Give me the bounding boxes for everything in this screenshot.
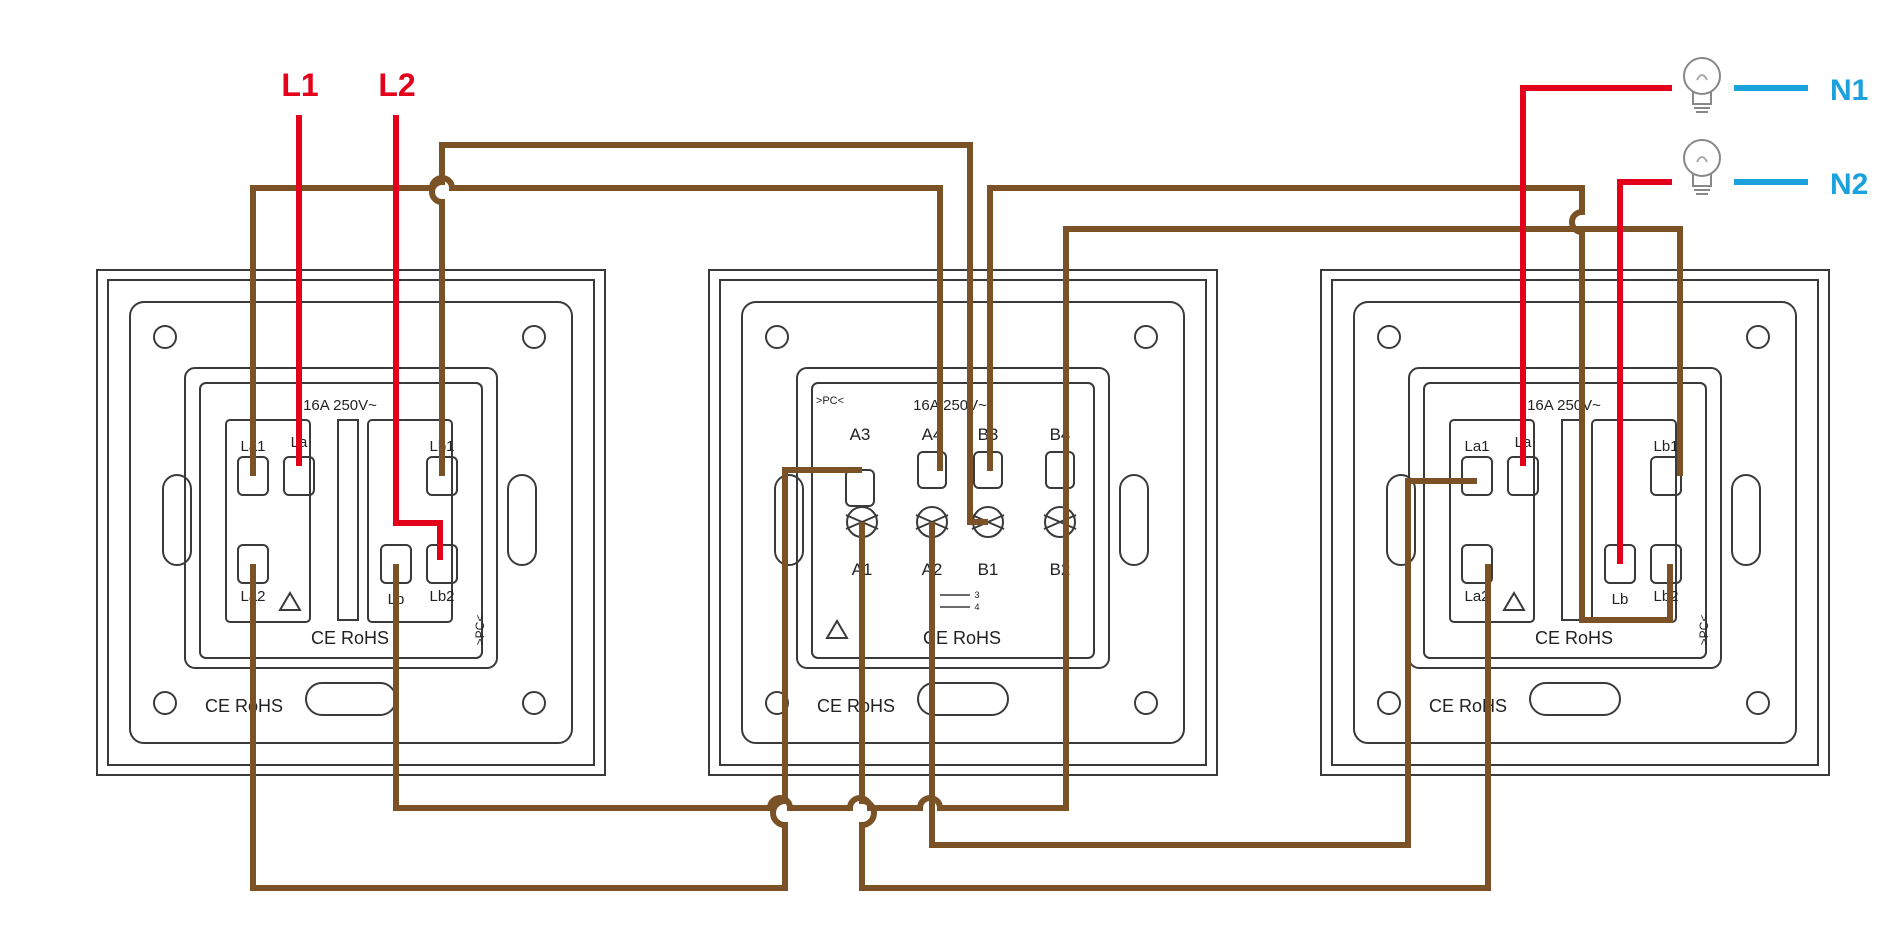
label-la1: La1 xyxy=(1464,438,1489,455)
label-l2: L2 xyxy=(378,67,415,103)
screw-hole xyxy=(522,325,546,349)
switch-right xyxy=(1320,269,1830,776)
mount-slot xyxy=(1529,682,1621,716)
line-wires xyxy=(296,85,1672,564)
mount-slot xyxy=(774,474,804,566)
mount-slot xyxy=(507,474,537,566)
wire-left-la1-to-a4 xyxy=(250,175,943,476)
mount-slot xyxy=(1731,474,1761,566)
pc-label: >PC< xyxy=(1697,615,1711,646)
screw-hole xyxy=(1746,325,1770,349)
label-l1: L1 xyxy=(281,67,318,103)
divider xyxy=(337,419,359,621)
wire-left-lb1-to-b3 xyxy=(429,142,988,525)
mount-slot xyxy=(1386,474,1416,566)
plate-inner xyxy=(1353,301,1797,744)
switch-schematic xyxy=(940,594,970,608)
terminal-b2 xyxy=(1044,506,1076,538)
screw-hole xyxy=(153,325,177,349)
screw-hole xyxy=(522,691,546,715)
screw-hole xyxy=(765,325,789,349)
label-b1: B1 xyxy=(978,560,999,579)
screw-hole xyxy=(1134,325,1158,349)
lamp-1-icon xyxy=(1683,57,1721,113)
terminal-la1 xyxy=(1461,456,1493,496)
plate-inner xyxy=(129,301,573,744)
screw-hole xyxy=(1134,691,1158,715)
label-lb2: Lb2 xyxy=(429,588,454,605)
mount-slot xyxy=(162,474,192,566)
module-body xyxy=(184,367,498,669)
pc-label: >PC< xyxy=(473,615,487,646)
screw-hole xyxy=(1746,691,1770,715)
rating-label: 16A 250V~ xyxy=(913,397,987,414)
terminal-la2 xyxy=(1461,544,1493,584)
label-n1: N1 xyxy=(1830,74,1868,107)
wire-middle-a2-to-right-la1 xyxy=(929,478,1477,848)
wire-middle-a1-to-right-la2 xyxy=(859,522,1491,891)
recycle-icon xyxy=(278,591,302,611)
terminal-b4 xyxy=(1045,451,1075,489)
label-n2: N2 xyxy=(1830,168,1868,201)
traveller-wires xyxy=(250,142,1683,891)
ce-rohs-inner: CE RoHS xyxy=(923,628,1001,648)
wire-right-la-to-lamp1 xyxy=(1520,85,1672,466)
label-la2: La2 xyxy=(1464,588,1489,605)
rating-label: 16A 250V~ xyxy=(1527,397,1601,414)
switch-left xyxy=(96,269,606,776)
ce-rohs-inner: CE RoHS xyxy=(1535,628,1613,648)
pc-label: >PC< xyxy=(816,395,844,407)
neutral-wires xyxy=(1734,85,1808,185)
screw-hole xyxy=(1377,691,1401,715)
module-body xyxy=(796,367,1110,669)
terminal-a4 xyxy=(917,451,947,489)
module-inner xyxy=(811,382,1095,659)
schematic-3: 3 xyxy=(974,590,979,600)
label-lb1: Lb1 xyxy=(1653,438,1678,455)
plate-outer xyxy=(1320,269,1830,776)
plate-inner xyxy=(741,301,1185,744)
screw-cross xyxy=(1043,514,1077,530)
mount-slot xyxy=(917,682,1009,716)
recycle-icon xyxy=(825,619,849,639)
terminal-block-left xyxy=(1449,419,1535,623)
terminal-block-left xyxy=(225,419,311,623)
ce-rohs-outer: CE RoHS xyxy=(1429,696,1507,716)
terminal-block-right xyxy=(367,419,453,623)
wire-middle-b4-to-right-lb2 xyxy=(987,185,1673,623)
plate-outer xyxy=(708,269,1218,776)
wire-right-lb-to-lamp2 xyxy=(1617,179,1672,564)
screw-hole xyxy=(1377,325,1401,349)
label-lb2: Lb2 xyxy=(1653,588,1678,605)
module-inner xyxy=(199,382,483,659)
wire-l2-to-lb2 xyxy=(393,115,443,560)
plate-rim xyxy=(1331,279,1819,766)
module-inner xyxy=(1423,382,1707,659)
terminal-a3 xyxy=(845,469,875,507)
mount-slot xyxy=(1119,474,1149,566)
mount-slot xyxy=(305,682,397,716)
label-lb: Lb xyxy=(1612,591,1629,608)
lamp-2-icon xyxy=(1683,139,1721,195)
plate-outer xyxy=(96,269,606,776)
ce-rohs-outer: CE RoHS xyxy=(817,696,895,716)
schematic-4: 4 xyxy=(974,602,979,612)
label-a3: A3 xyxy=(850,425,871,444)
plate-rim xyxy=(719,279,1207,766)
recycle-icon xyxy=(1502,591,1526,611)
terminal-lb2 xyxy=(1650,544,1682,584)
screw-hole xyxy=(153,691,177,715)
plate-rim xyxy=(107,279,595,766)
wire-left-la2-to-a3 xyxy=(250,467,862,891)
ce-rohs-inner: CE RoHS xyxy=(311,628,389,648)
ce-rohs-outer: CE RoHS xyxy=(205,696,283,716)
rating-label: 16A 250V~ xyxy=(303,397,377,414)
switch-middle xyxy=(708,269,1218,776)
